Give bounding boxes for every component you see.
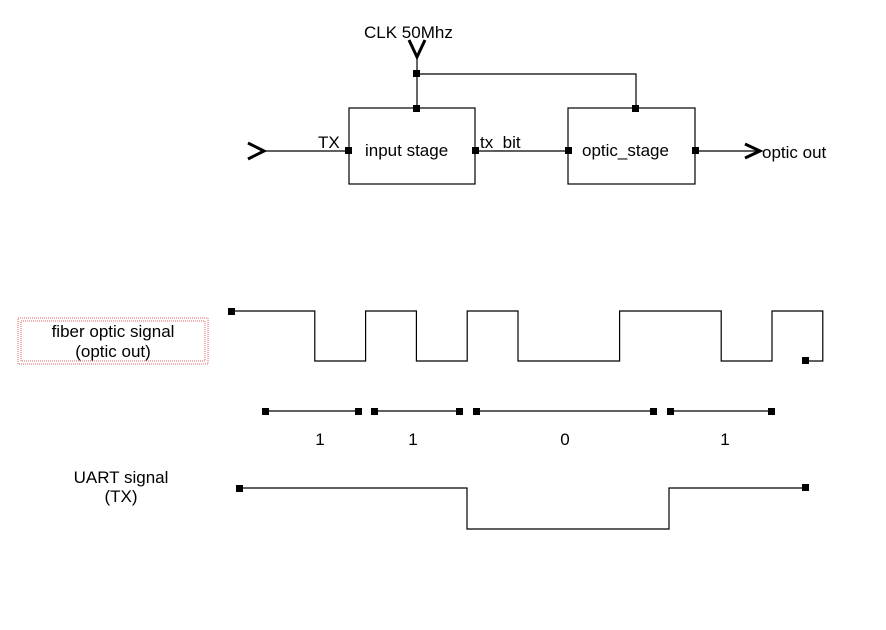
- uart-label-line1: UART signal: [74, 468, 169, 487]
- optic-out-arrow-icon: [744, 142, 764, 160]
- bit-value-label: 1: [315, 430, 324, 449]
- bit-span-end: [768, 408, 775, 415]
- fiber-optic-end-pin: [802, 357, 809, 364]
- fiber-optic-label-box-inner: [20, 320, 206, 362]
- optic-stage-block[interactable]: [567, 107, 696, 185]
- bit-span-start: [667, 408, 674, 415]
- tx-bit-label: tx_bit: [480, 133, 521, 152]
- clock-junction: [413, 70, 420, 77]
- fiber-optic-label-line2: (optic out): [75, 342, 151, 361]
- bit-value-label: 1: [408, 430, 417, 449]
- clock-branch-wire: [417, 73, 637, 108]
- bit-value-label: 1: [720, 430, 729, 449]
- fiber-optic-label-line1: fiber optic signal: [52, 322, 175, 341]
- fiber-optic-trace: [231, 310, 824, 362]
- uart-start-pin: [236, 485, 243, 492]
- input-stage-block[interactable]: [348, 107, 476, 185]
- bit-span-end: [456, 408, 463, 415]
- fiber-optic-label-box: [17, 317, 209, 365]
- uart-label-line2: (TX): [104, 487, 137, 506]
- clock-input-arrow-icon: [407, 39, 427, 61]
- bit-span-end: [650, 408, 657, 415]
- optic-stage-label: optic_stage: [582, 141, 669, 160]
- clock-label: CLK 50Mhz: [364, 23, 453, 42]
- uart-waveform: [236, 484, 809, 530]
- optic-stage-clk-pin: [632, 105, 639, 112]
- bit-value-label: 0: [560, 430, 569, 449]
- fiber-optic-start-pin: [228, 308, 235, 315]
- optic-stage-in-pin: [565, 147, 572, 154]
- bit-span-start: [262, 408, 269, 415]
- optic-out-label: optic out: [762, 143, 827, 162]
- uart-end-pin: [802, 484, 809, 491]
- input-stage-clk-pin: [413, 105, 420, 112]
- fiber-optic-waveform: [228, 308, 824, 364]
- tx-port-label: TX: [318, 133, 340, 152]
- input-stage-label: input stage: [365, 141, 448, 160]
- bit-span-start: [473, 408, 480, 415]
- tx-input-arrow-icon: [247, 141, 268, 161]
- bit-span-end: [355, 408, 362, 415]
- uart-trace: [239, 487, 805, 530]
- bit-markers: 1 1 0 1: [262, 408, 775, 449]
- bit-span-start: [371, 408, 378, 415]
